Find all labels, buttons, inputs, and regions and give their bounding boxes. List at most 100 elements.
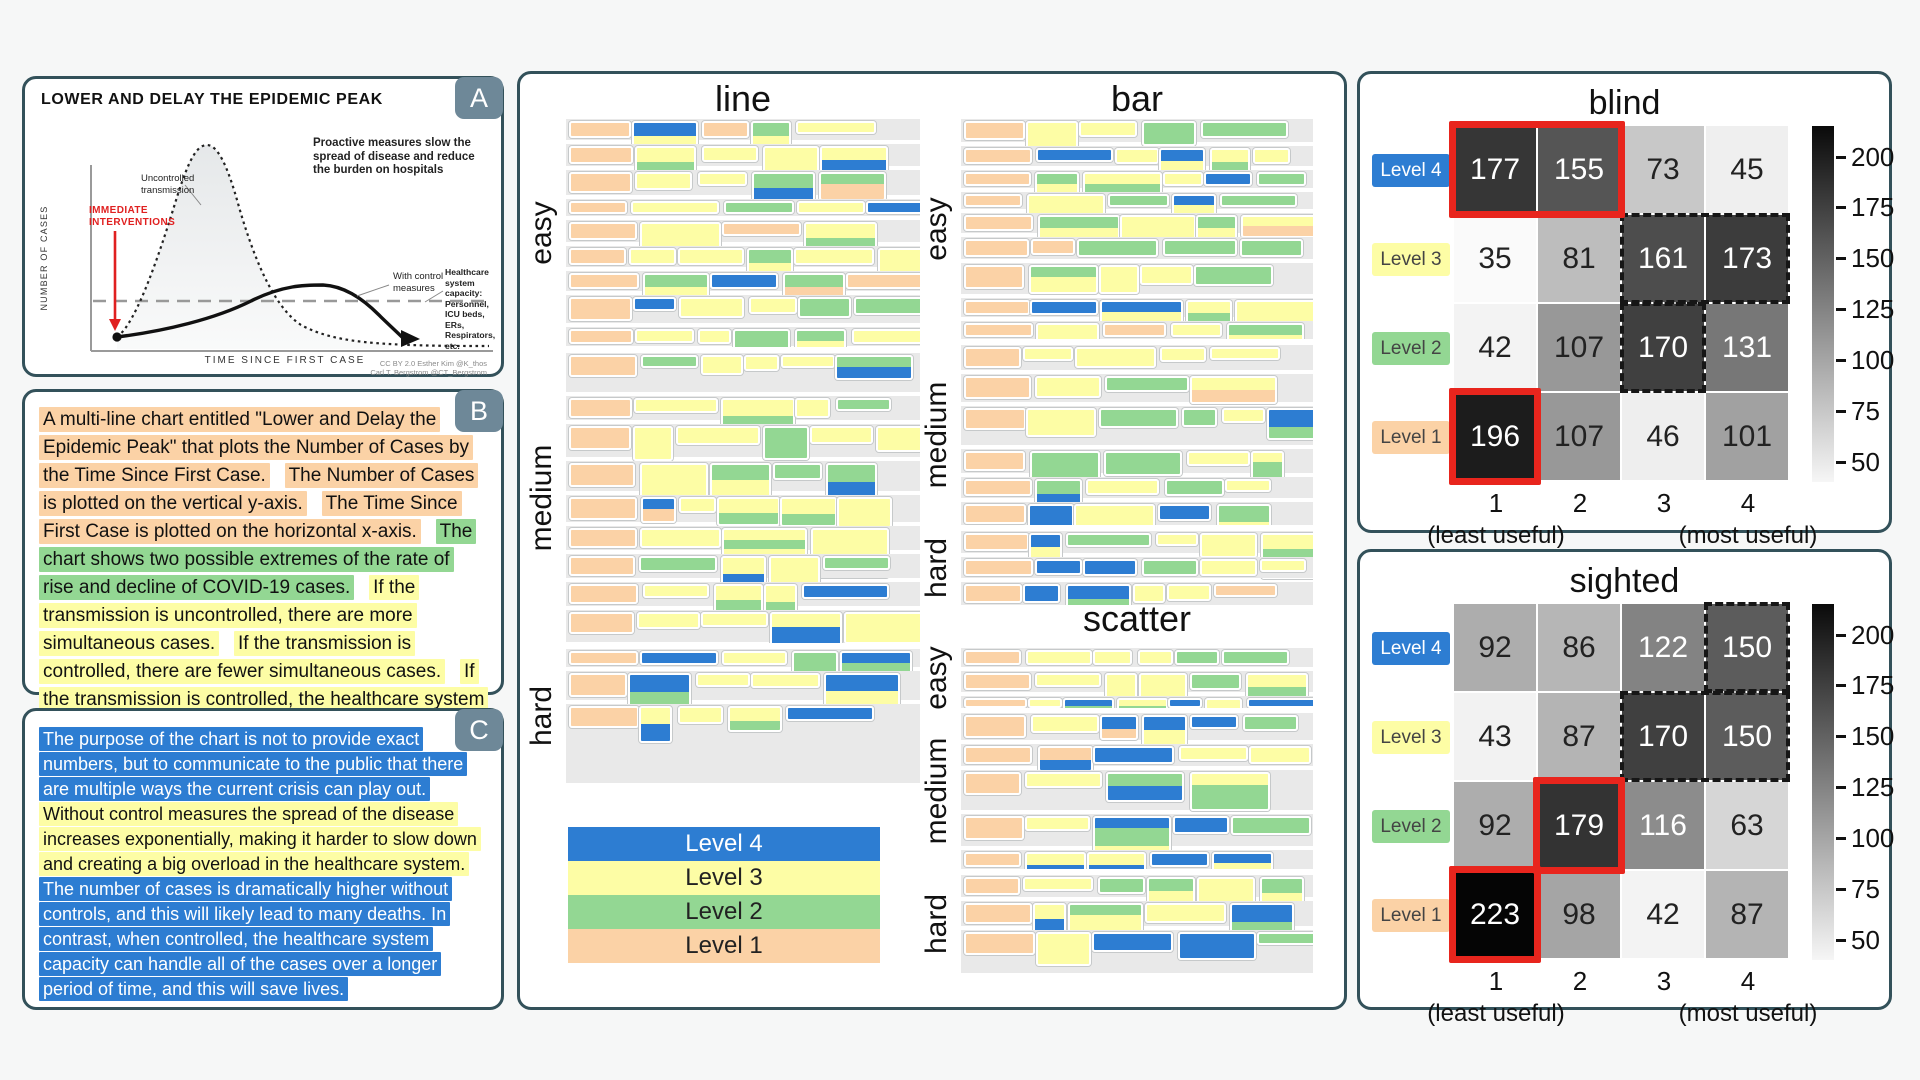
panel-c-text: The purpose of the chart is not to provi… xyxy=(39,727,485,1002)
level1-lead-blob xyxy=(964,265,1025,289)
text-blob xyxy=(1065,533,1152,548)
text-blob xyxy=(796,121,876,135)
text-blob xyxy=(763,426,810,461)
text-blob xyxy=(635,172,693,190)
level1-lead-blob xyxy=(964,852,1022,867)
text-blob xyxy=(1222,408,1265,424)
text-blob xyxy=(639,556,717,573)
colorbar-tick-label-50: 50 xyxy=(1851,924,1880,955)
text-blob xyxy=(1155,533,1199,547)
epidemic-x-axis-label: TIME SINCE FIRST CASE xyxy=(204,355,366,366)
text-blob xyxy=(1037,215,1120,240)
text-blob xyxy=(634,329,695,344)
stimulus-row xyxy=(961,146,1313,187)
text-blob xyxy=(639,706,673,744)
text-blob xyxy=(1247,698,1313,708)
colorbar-tick-label-75: 75 xyxy=(1851,395,1880,426)
stimulus-row xyxy=(961,531,1313,579)
heatmap-cell-blind-r3c3: 101 xyxy=(1706,393,1788,480)
text-blob xyxy=(1189,772,1270,811)
text-blob xyxy=(1026,650,1093,665)
level1-lead-blob xyxy=(964,698,1028,708)
level1-lead-blob xyxy=(569,146,633,164)
text-blob xyxy=(1092,650,1133,665)
level1-lead-blob xyxy=(569,398,632,418)
panel-c-badge: C xyxy=(455,709,503,751)
level1-lead-blob xyxy=(964,559,1034,576)
text-blob xyxy=(1177,932,1256,960)
stimulus-row xyxy=(961,770,1313,811)
stimulus-row xyxy=(566,461,920,502)
text-blob xyxy=(794,248,874,265)
text-blob xyxy=(1097,877,1145,895)
text-blob xyxy=(796,201,866,214)
heatmap-cell-blind-r3c1: 107 xyxy=(1538,393,1620,480)
row-label-level4: Level 4 xyxy=(1372,154,1450,187)
level1-lead-blob xyxy=(964,816,1024,840)
text-blob xyxy=(780,355,835,369)
text-blob xyxy=(636,612,700,629)
text-blob xyxy=(1210,347,1280,361)
level1-lead-blob xyxy=(569,706,640,729)
text-blob xyxy=(1226,323,1305,339)
level1-lead-blob xyxy=(964,715,1027,738)
text-blob xyxy=(837,497,893,528)
level1-lead-blob xyxy=(964,239,1029,257)
stimulus-row xyxy=(566,495,920,528)
text-blob xyxy=(698,329,732,344)
text-blob xyxy=(1145,903,1227,923)
heatmap-cell-blind-r0c2: 73 xyxy=(1622,126,1704,213)
level1-lead-blob xyxy=(964,673,1032,690)
level1-lead-blob xyxy=(964,746,1033,764)
text-blob xyxy=(1085,479,1160,496)
panel-b-badge: B xyxy=(455,390,503,432)
text-blob xyxy=(1249,746,1312,764)
text-blob xyxy=(1174,650,1220,665)
column-title-line: line xyxy=(714,78,772,119)
text-blob xyxy=(786,706,874,722)
heatmap-cell-blind-r3c0: 196 xyxy=(1454,393,1536,480)
colorbar-tick-label-50: 50 xyxy=(1851,446,1880,477)
stimulus-row xyxy=(566,610,920,643)
stimuli-grid-line-easy xyxy=(566,119,920,347)
stimuli-grid-line-medium xyxy=(566,353,920,643)
text-blob xyxy=(632,426,673,461)
text-blob xyxy=(749,297,798,314)
heatmap-cell-blind-r2c1: 107 xyxy=(1538,304,1620,391)
level1-lead-blob xyxy=(964,903,1033,924)
text-blob xyxy=(1030,239,1076,255)
text-blob xyxy=(1065,584,1132,605)
legend-item-level1: Level 1 xyxy=(568,929,880,963)
difficulty-label-bar-easy: easy xyxy=(920,197,953,261)
text-blob xyxy=(1102,323,1166,337)
stimulus-row xyxy=(566,295,920,323)
stimulus-row xyxy=(566,327,920,347)
text-blob xyxy=(1203,172,1253,186)
text-blob xyxy=(732,329,790,347)
colorbar-tick-label-100: 100 xyxy=(1851,822,1895,853)
proactive-measures-note: Proactive measures slow the spread of di… xyxy=(313,137,475,176)
colorbar-tick-mark xyxy=(1836,633,1846,637)
text-blob xyxy=(1035,376,1102,398)
colorbar-tick-label-200: 200 xyxy=(1851,141,1895,172)
level1-lead-blob xyxy=(964,323,1033,337)
level1-lead-blob xyxy=(569,201,628,214)
text-blob xyxy=(1087,852,1147,869)
text-blob xyxy=(640,497,676,524)
level1-lead-blob xyxy=(569,584,639,604)
legend-item-level2: Level 2 xyxy=(568,895,880,929)
stimulus-row xyxy=(961,477,1313,509)
text-blob xyxy=(1077,239,1158,257)
text-blob xyxy=(1158,504,1212,521)
text-blob xyxy=(1035,148,1114,162)
text-blob xyxy=(1114,148,1159,164)
heatmap-cell-sighted-r2c3: 63 xyxy=(1706,782,1788,869)
heatmap-cell-blind-r0c0: 177 xyxy=(1454,126,1536,213)
text-blob xyxy=(1028,504,1074,525)
panel-a-epidemic-chart: A LOWER AND DELAY THE EPIDEMIC PEAK NUMB… xyxy=(22,76,504,377)
text-blob xyxy=(809,426,874,445)
text-blob xyxy=(1259,559,1307,573)
